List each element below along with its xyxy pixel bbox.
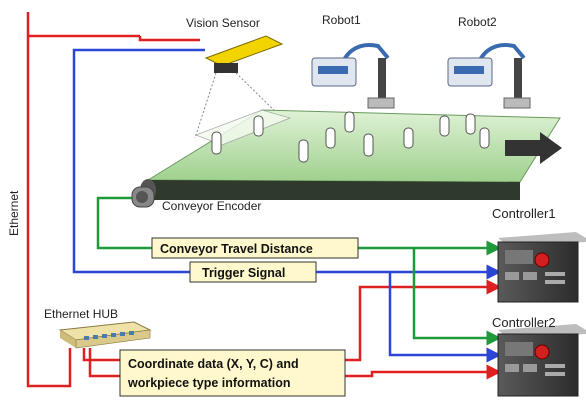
trigger-signal-box: Trigger Signal: [189, 261, 317, 283]
ethernet-hub-label: Ethernet HUB: [44, 307, 118, 321]
encoder-icon: [131, 186, 155, 208]
trigger-lines: [72, 48, 502, 363]
coordinate-data-line2: workpiece type information: [127, 376, 291, 390]
conveyor-travel-text: Conveyor Travel Distance: [160, 242, 313, 256]
conveyor-icon: [140, 109, 562, 201]
controller1: Controller1: [492, 206, 586, 303]
controller1-label: Controller1: [492, 206, 556, 221]
conveyor-encoder-label: Conveyor Encoder: [162, 199, 261, 213]
scara-robot-icon: [311, 43, 395, 109]
encoder-lines: [96, 196, 502, 346]
scara-robot-icon: [447, 43, 531, 109]
robot1-label: Robot1: [322, 13, 361, 27]
controller2: Controller2: [492, 315, 586, 397]
robot2-label: Robot2: [458, 15, 497, 29]
coordinate-data-box: Coordinate data (X, Y, C) and workpiece …: [119, 349, 346, 397]
ethernet-hub: Ethernet HUB: [44, 307, 152, 349]
arrow-right-icon: [505, 132, 562, 164]
vision-sensor-label: Vision Sensor: [186, 16, 260, 30]
controller-icon: [497, 324, 586, 397]
ethernet-label: Ethernet: [7, 190, 21, 236]
conveyor-travel-box: Conveyor Travel Distance: [151, 237, 359, 259]
coordinate-data-line1: Coordinate data (X, Y, C) and: [128, 357, 299, 371]
controller2-label: Controller2: [492, 315, 556, 330]
controller-icon: [497, 232, 586, 303]
trigger-signal-text: Trigger Signal: [202, 266, 285, 280]
vision-sensor: Vision Sensor: [186, 16, 284, 139]
ethernet-hub-icon: [58, 321, 152, 349]
ethernet-lines: [26, 12, 502, 388]
robot2: Robot2: [447, 15, 531, 109]
conveyor: Conveyor Encoder: [131, 109, 562, 213]
vision-sensor-icon: [194, 35, 284, 139]
robot1: Robot1: [311, 13, 395, 109]
workpieces: [211, 111, 490, 163]
